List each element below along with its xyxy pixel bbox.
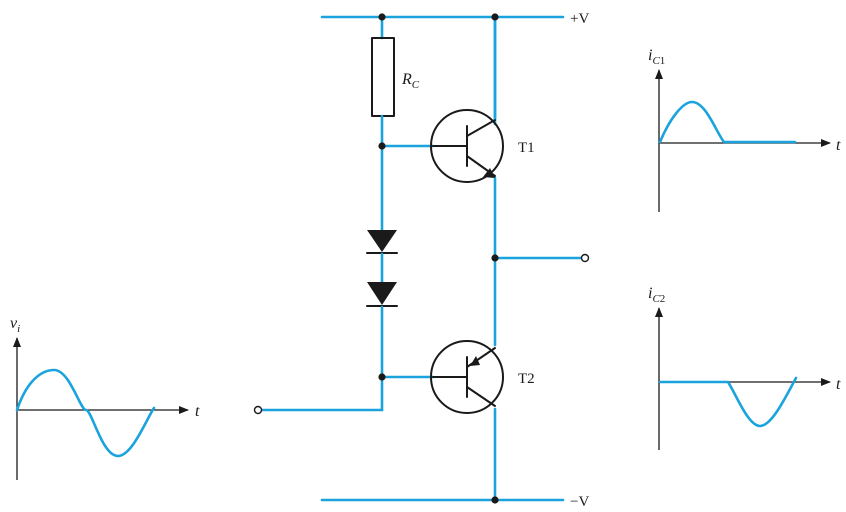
junction-dot: [378, 373, 386, 381]
output-terminal: [580, 253, 590, 263]
diode-lower: [366, 282, 398, 307]
junction-dot: [491, 254, 499, 262]
input-sine-wave: [15, 368, 156, 458]
ic2-x-label: t: [836, 376, 841, 393]
transistor-t2-label: T2: [518, 371, 535, 387]
transistor-t2: [430, 340, 504, 414]
collector-resistor: [371, 37, 395, 117]
junction-dot: [378, 13, 386, 21]
input-terminal: [253, 405, 263, 415]
junction-dot: [491, 13, 499, 21]
input-waveform-graph: vi t: [10, 315, 200, 480]
input-x-label: t: [195, 403, 200, 420]
transistor-t1: [430, 109, 504, 183]
input-y-label: vi: [10, 315, 20, 335]
ic1-y-label: iC1: [648, 47, 665, 67]
resistor-label: RC: [401, 71, 420, 91]
ic2-half-wave: [658, 376, 798, 428]
ic1-graph: iC1 t: [648, 47, 841, 212]
positive-supply-label: +V: [570, 11, 589, 27]
ic2-y-label: iC2: [648, 285, 665, 305]
ic1-x-label: t: [836, 137, 841, 154]
junction-dot: [378, 142, 386, 150]
junction-dot: [491, 496, 499, 504]
negative-supply-label: −V: [570, 494, 589, 510]
ic2-graph: iC2 t: [648, 285, 841, 450]
transistor-t1-label: T1: [518, 140, 535, 156]
ic1-half-wave: [658, 100, 797, 144]
diode-upper: [366, 230, 398, 254]
